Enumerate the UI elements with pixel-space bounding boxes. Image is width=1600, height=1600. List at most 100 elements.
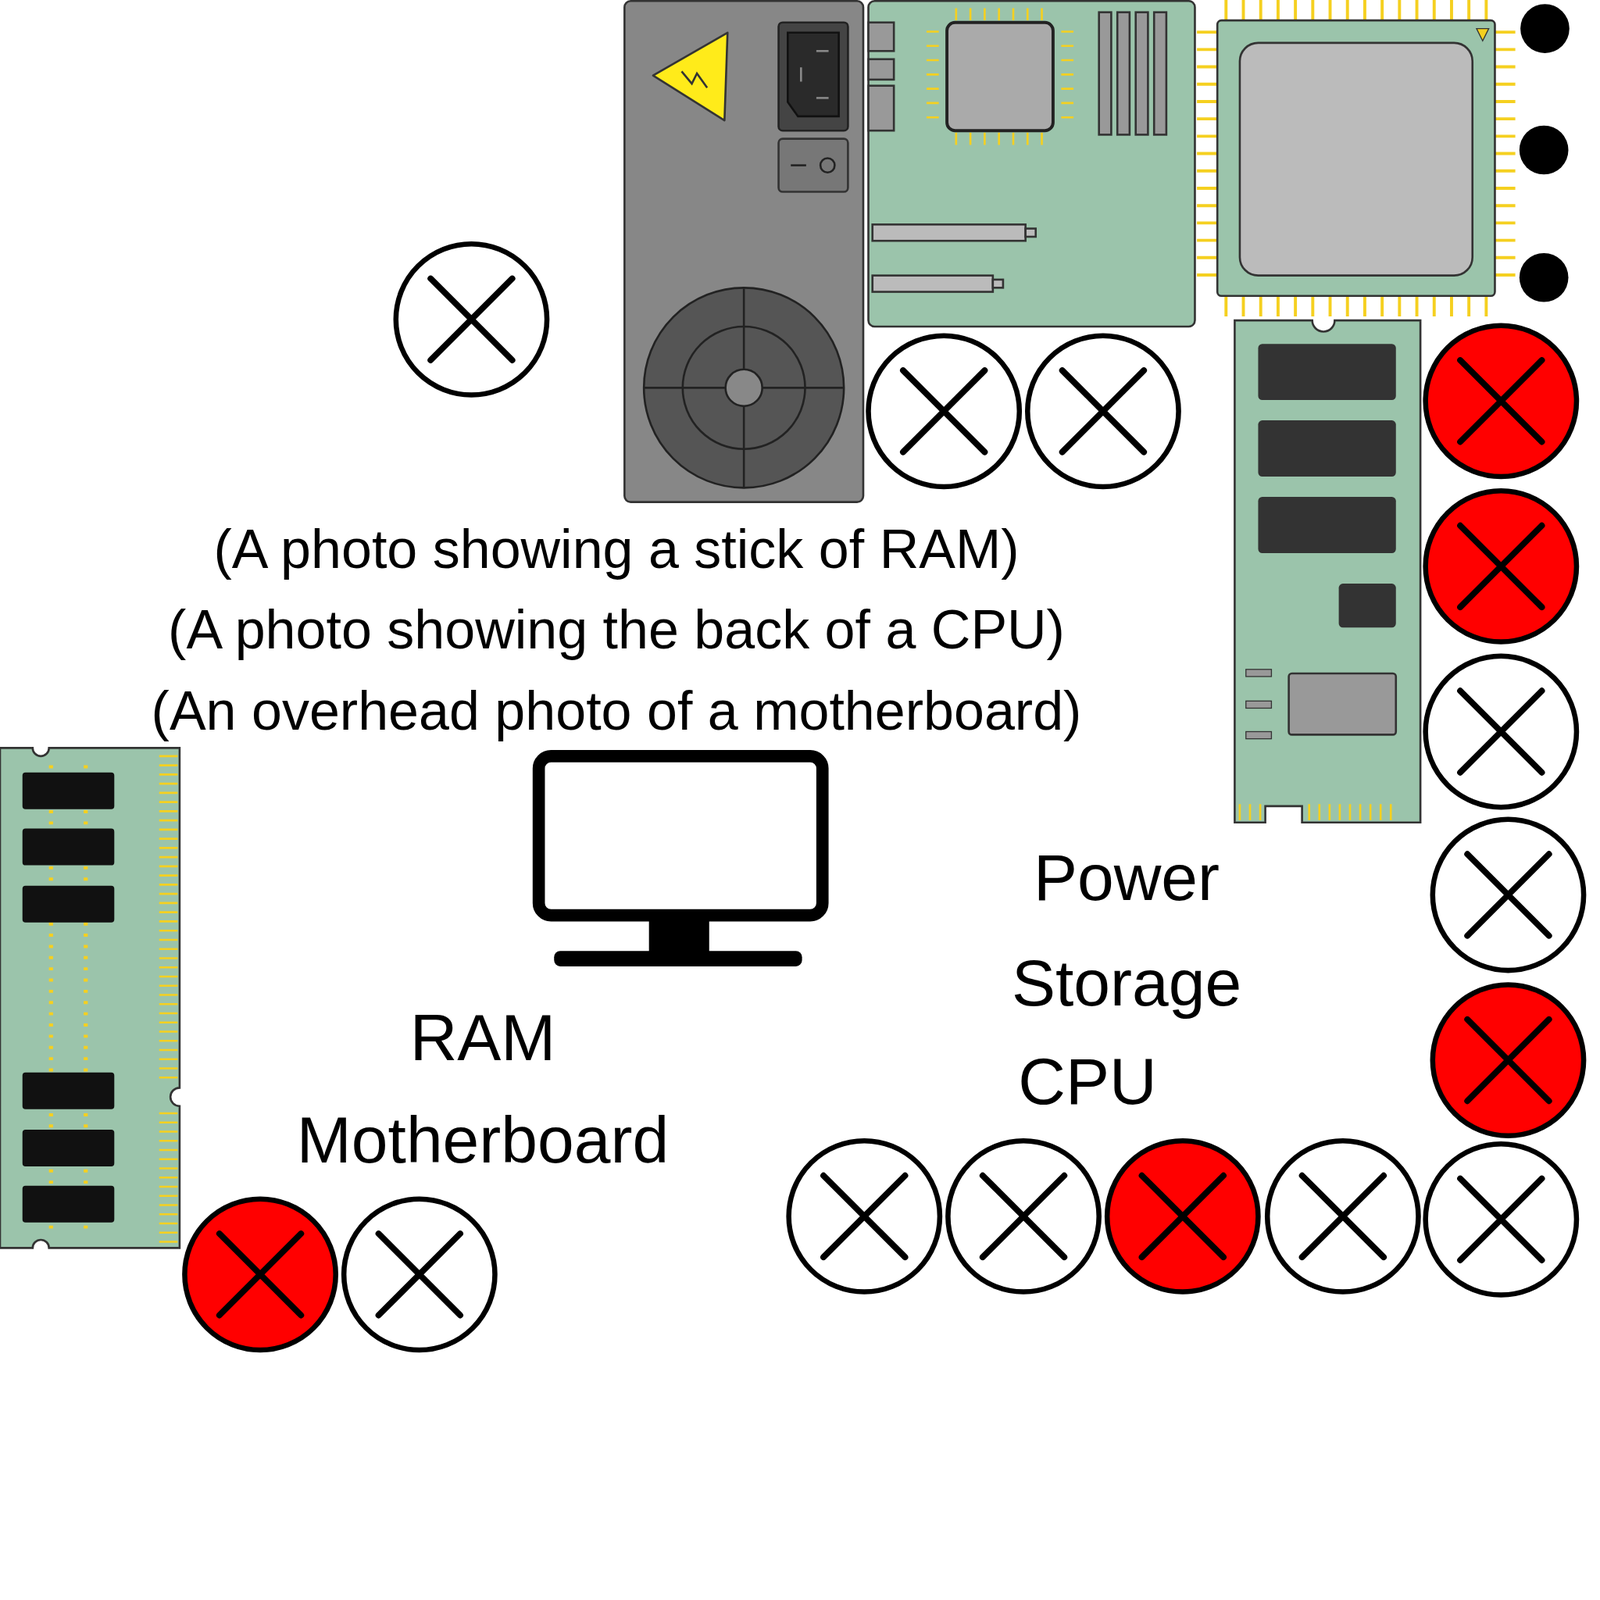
power-supply [624, 0, 864, 502]
cpu-picture [1224, 0, 1490, 21]
ssd-picture [1289, 673, 1397, 735]
cpu-picture [1196, 30, 1218, 288]
power-supply [790, 164, 807, 167]
photo-hint: (A photo showing the back of a CPU) [167, 600, 1065, 661]
answer-mark [1460, 690, 1542, 772]
answer-mark [219, 1233, 301, 1315]
answer-mark [184, 243, 1584, 1350]
answer-mark [430, 278, 512, 361]
answer-mark [823, 1175, 905, 1258]
answer-mark [343, 1199, 495, 1350]
ram-picture [159, 755, 179, 1083]
ram-picture [22, 885, 115, 923]
cpu-picture [1207, 10, 1505, 307]
motherboard-picture [992, 279, 1004, 288]
monitor-icon [649, 915, 710, 955]
part-name: Storage [1011, 946, 1242, 1019]
motherboard-picture [868, 59, 895, 80]
ssd-picture [1257, 420, 1396, 477]
answer-mark [947, 1140, 1099, 1292]
black-dot [1519, 253, 1569, 303]
ssd-picture [1246, 700, 1272, 708]
answer-mark [1142, 1175, 1224, 1258]
motherboard-picture [868, 0, 1196, 327]
ram-picture [22, 1185, 115, 1223]
answer-mark [1425, 1143, 1577, 1295]
answer-mark [1107, 1140, 1258, 1292]
answer-mark [868, 335, 1020, 487]
ram-picture [22, 828, 115, 866]
monitor-icon [539, 756, 823, 967]
part-name: RAM [410, 1001, 557, 1074]
motherboard-picture [946, 22, 1054, 131]
answer-mark [396, 243, 547, 395]
answer-mark [1467, 1019, 1549, 1101]
answer-mark [1425, 325, 1577, 477]
motherboard-picture [1025, 228, 1036, 237]
answer-mark [1425, 490, 1577, 642]
answer-mark [184, 1199, 336, 1350]
answer-mark [789, 1140, 940, 1292]
answer-mark [903, 370, 985, 452]
answer-mark [1460, 1178, 1542, 1261]
black-dot [1519, 125, 1569, 175]
ssd-picture [1234, 320, 1421, 823]
motherboard-picture [872, 224, 1026, 241]
ssd-picture [1246, 669, 1272, 677]
ssd-picture [1307, 803, 1400, 821]
answer-mark [1267, 1140, 1418, 1292]
motherboard-picture [955, 7, 1048, 21]
answer-mark [1432, 819, 1584, 971]
power-supply [816, 96, 829, 100]
ssd-picture [1339, 583, 1397, 628]
part-name: CPU [1017, 1045, 1157, 1118]
ram-picture [22, 772, 115, 810]
answer-mark [343, 1199, 495, 1350]
ram-picture [0, 747, 180, 1248]
photo-hint: (An overhead photo of a motherboard) [151, 681, 1083, 742]
ssd-picture [1257, 496, 1396, 554]
answer-mark [982, 1175, 1065, 1258]
answer-mark [1425, 656, 1577, 808]
answer-mark [1460, 525, 1542, 608]
ssd-picture [1234, 320, 1421, 823]
ram-picture [0, 747, 180, 1248]
answer-mark [396, 243, 547, 395]
answer-mark [1107, 1140, 1258, 1292]
cpu-picture [1239, 42, 1473, 276]
answer-mark [1467, 853, 1549, 936]
ssd-picture [1246, 731, 1272, 739]
ram-picture [22, 1072, 115, 1110]
answer-mark [1027, 335, 1179, 487]
black-dot [1520, 3, 1570, 54]
monitor-icon [553, 950, 802, 967]
motherboard-picture [1117, 12, 1130, 136]
answer-mark [1302, 1175, 1384, 1258]
cpu-picture [1494, 30, 1515, 288]
power-supply [725, 369, 763, 407]
answer-mark [378, 1233, 461, 1315]
motherboard-picture [868, 85, 895, 131]
power-supply [820, 157, 835, 172]
power-supply [816, 50, 829, 53]
motherboard-picture [955, 132, 1048, 146]
answer-mark [1027, 335, 1179, 487]
power-supply [778, 22, 849, 131]
motherboard-picture [868, 22, 895, 52]
motherboard-picture [1135, 12, 1149, 136]
power-supply [681, 71, 708, 88]
monitor-icon [539, 756, 823, 916]
part-name: Power [1033, 841, 1220, 914]
answer-mark [947, 1140, 1099, 1292]
power-supply [624, 0, 864, 502]
ssd-picture [1257, 343, 1396, 400]
answer-mark [1425, 490, 1577, 642]
answer-mark [868, 335, 1020, 487]
answer-mark [1267, 1140, 1418, 1292]
motherboard-picture [868, 0, 1196, 327]
answer-mark [184, 1199, 336, 1350]
answer-mark [1062, 370, 1144, 452]
power-supply [778, 139, 849, 193]
